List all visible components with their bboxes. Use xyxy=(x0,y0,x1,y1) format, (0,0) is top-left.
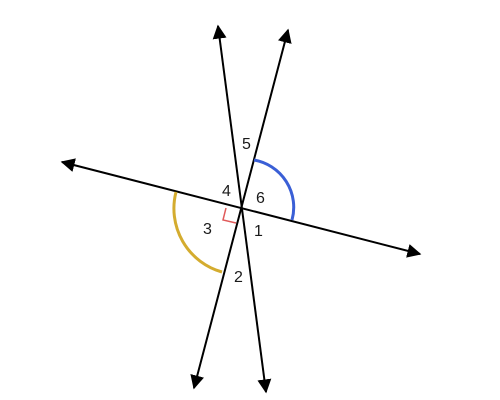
right-angle-marker xyxy=(222,207,237,224)
line-steep-right xyxy=(190,28,292,390)
angle-label-5: 5 xyxy=(242,136,251,153)
angle-label-3: 3 xyxy=(203,221,212,238)
angle-3-arc xyxy=(172,191,223,274)
angle-6-arc xyxy=(253,158,296,221)
angle-label-2: 2 xyxy=(234,269,243,286)
angle-label-6: 6 xyxy=(256,190,265,207)
angle-label-4: 4 xyxy=(222,183,231,200)
angle-label-1: 1 xyxy=(254,223,263,240)
